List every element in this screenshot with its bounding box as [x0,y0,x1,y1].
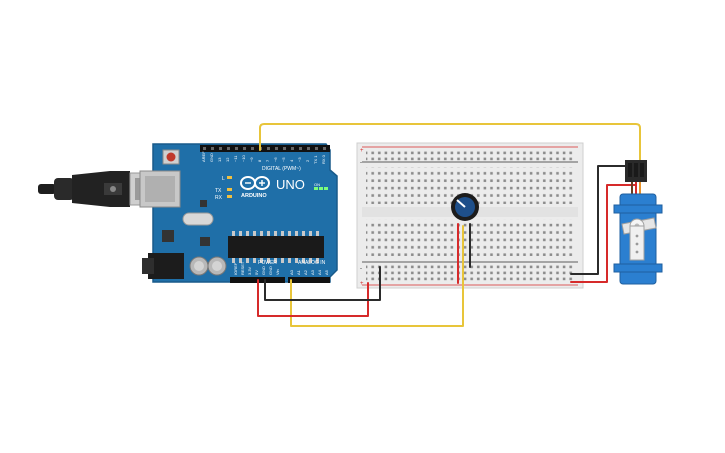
usb-cable [38,171,153,207]
usb-plug-icon [104,183,122,195]
pin-label: TX 1 [313,155,318,164]
potentiometer-knob-icon[interactable] [451,193,479,221]
led-label-l: L [222,176,225,182]
model-label: UNO [276,177,305,192]
pin-label: A3 [310,269,315,275]
pin-label: ~6 [273,157,278,162]
wire-gnd-black[interactable] [264,266,381,301]
pin-label: 7 [265,159,270,162]
arduino-logo: ARDUINO UNO [240,176,305,199]
pin-label: 5V [254,270,259,275]
pin-label: 2 [305,159,310,162]
digital-header: AREF GND 13 12 ~11 ~10 ~9 8 7 ~6 ~5 4 ~3… [200,145,330,172]
pin-label: A4 [317,269,322,275]
servo-motor-icon[interactable] [613,160,663,285]
pin-label: AREF [201,151,206,162]
digital-header-label: DIGITAL (PWM~) [262,166,301,172]
status-leds: L TX RX ON [215,176,328,201]
rail-minus-label: - [360,160,362,166]
pin-label: RX 0 [321,154,326,164]
pin-label: A0 [289,269,294,275]
pin-label: ~11 [233,155,238,162]
rail-plus-label-bottom: + [360,281,364,287]
pin-label: 4 [289,159,294,162]
led-label-rx: RX [215,195,223,201]
wire-servo-red[interactable] [570,184,637,283]
arduino-uno-board: AREF GND 13 12 ~11 ~10 ~9 8 7 ~6 ~5 4 ~3… [139,143,338,283]
capacitor [189,256,227,276]
on-label: ON [314,182,320,187]
pin-label: 12 [225,157,230,162]
wire-servo-black[interactable] [570,165,631,275]
pin-label: ~5 [281,157,286,162]
pin-label: 13 [217,157,222,162]
pin-label: 8 [257,159,262,162]
rail-minus-label-bottom: - [360,266,362,272]
analog-header-label: ANALOG IN [298,260,326,266]
pin-label: Vin [275,269,280,275]
pin-label: RESET [240,261,245,275]
reset-button[interactable] [162,149,180,165]
pin-label: A1 [296,269,301,275]
pin-label: ~10 [241,154,246,162]
led-label-tx: TX [215,188,222,194]
pin-label: 3.3V [247,266,252,275]
wire-analog-yellow[interactable] [290,225,464,327]
pin-label: ~3 [297,157,302,162]
pin-label: ~9 [249,157,254,162]
wires [257,123,641,327]
pin-label: A2 [303,269,308,275]
wire-5v-red[interactable] [257,279,369,317]
brand-label: ARDUINO [241,193,267,199]
atmega-chip [228,231,324,263]
pin-label: IOREF [233,262,238,275]
pin-label: GND [209,153,214,162]
wire-signal-yellow[interactable] [259,123,641,169]
power-header-label: POWER [258,260,277,266]
pin-label: A5 [324,269,329,275]
pin-label: GND [261,266,266,275]
pin-label: GND [268,266,273,275]
rail-plus-label: + [360,148,364,154]
